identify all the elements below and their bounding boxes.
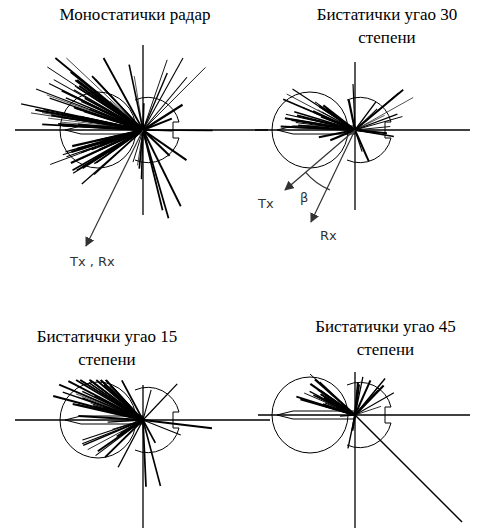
scatter-spike — [143, 129, 213, 131]
scatter-spike — [104, 58, 143, 130]
panel-title: Моностатички радар — [20, 4, 250, 27]
scatter-spike — [310, 384, 355, 415]
scatter-spike — [59, 385, 143, 420]
scatter-spike — [94, 130, 143, 174]
scatter-spike — [143, 130, 181, 206]
scatter-spike — [63, 130, 143, 155]
scatter-spike — [355, 90, 403, 130]
scatter-spike — [134, 76, 143, 130]
scatter-spike — [66, 58, 143, 130]
scatter-spike — [314, 113, 355, 130]
scatter-spike — [321, 394, 355, 415]
rx-arrow — [311, 130, 355, 222]
tx-arrow — [285, 130, 355, 190]
scatter-spike — [355, 97, 413, 130]
scatter-spike — [355, 115, 385, 130]
axis-line — [142, 385, 143, 528]
scatter-spike — [348, 415, 355, 448]
scatter-spike — [292, 89, 355, 130]
scatter-spike — [81, 130, 143, 158]
scatter-spike — [294, 112, 355, 130]
tx-rx-arrow — [86, 130, 143, 246]
scatter-spike — [287, 94, 355, 130]
scatter-spike — [89, 380, 143, 420]
scatter-spike — [355, 130, 387, 133]
scatter-spike — [355, 130, 369, 161]
scatter-spike — [143, 420, 212, 428]
scatter-spike — [96, 420, 143, 456]
scatter-spike — [122, 380, 143, 420]
scatter-spike — [118, 420, 143, 467]
scatter-spike — [143, 73, 167, 130]
antenna-label: Tx , Rx — [68, 254, 117, 269]
rcs-panel — [15, 380, 270, 528]
scatter-spike — [95, 107, 143, 130]
scatter-spike — [78, 416, 143, 420]
scatter-spike — [104, 385, 143, 420]
panel-title: Бистатички угао 30 степени — [312, 4, 462, 50]
panel-title: Бистатички угао 45 степени — [308, 316, 463, 362]
scatter-spike — [76, 380, 143, 420]
scatter-spike — [143, 67, 205, 130]
axis-line — [354, 62, 355, 210]
scatter-spike — [68, 381, 143, 420]
scatter-spike — [355, 130, 394, 137]
scatter-spike — [353, 84, 355, 130]
scatter-spike — [73, 130, 143, 170]
rcs-panel — [15, 45, 268, 218]
scatter-spike — [143, 77, 187, 130]
scatter-spike — [81, 380, 143, 420]
scatter-spike — [143, 384, 177, 420]
scatter-spike — [355, 415, 462, 522]
scatter-spike — [105, 420, 143, 457]
scatter-spike — [355, 379, 385, 415]
scatter-spike — [101, 380, 143, 420]
panel-title: Бистатички угао 15 степени — [22, 326, 192, 372]
rcs-panel — [258, 372, 470, 528]
scatter-spike — [318, 390, 355, 415]
scatter-spike — [355, 109, 377, 130]
scatter-spike — [55, 58, 143, 130]
scatter-spike — [143, 420, 155, 443]
scatter-spike — [90, 380, 143, 420]
scatter-spike — [82, 420, 143, 444]
antenna-label: Rx — [318, 228, 339, 243]
target-outline — [272, 377, 348, 453]
scatter-spike — [81, 101, 143, 130]
scatter-spike — [129, 65, 143, 130]
scatter-spike — [80, 380, 143, 420]
scatter-spike — [355, 380, 370, 415]
rcs-panel — [255, 62, 470, 210]
scatter-spike — [283, 99, 355, 130]
scatter-spike — [143, 420, 160, 486]
scatter-spike — [143, 130, 163, 210]
scatter-spike — [72, 117, 143, 130]
axis-line — [354, 372, 355, 528]
angle-symbol: β — [298, 190, 310, 205]
scatter-spike — [71, 130, 143, 163]
axis-line — [258, 414, 470, 415]
scatter-spike — [143, 60, 167, 130]
beta-arc — [306, 172, 330, 190]
scatter-spike — [143, 58, 183, 130]
scatter-spike — [82, 130, 143, 184]
scatter-spike — [340, 415, 355, 416]
scatter-spike — [82, 391, 143, 420]
antenna-label: Tx — [256, 196, 276, 211]
scatter-spike — [355, 377, 363, 415]
scatter-spike — [355, 102, 376, 130]
scatter-spike — [352, 415, 355, 431]
scatter-spike — [310, 374, 355, 415]
scatter-spike — [49, 84, 143, 130]
scatter-spike — [319, 130, 355, 137]
